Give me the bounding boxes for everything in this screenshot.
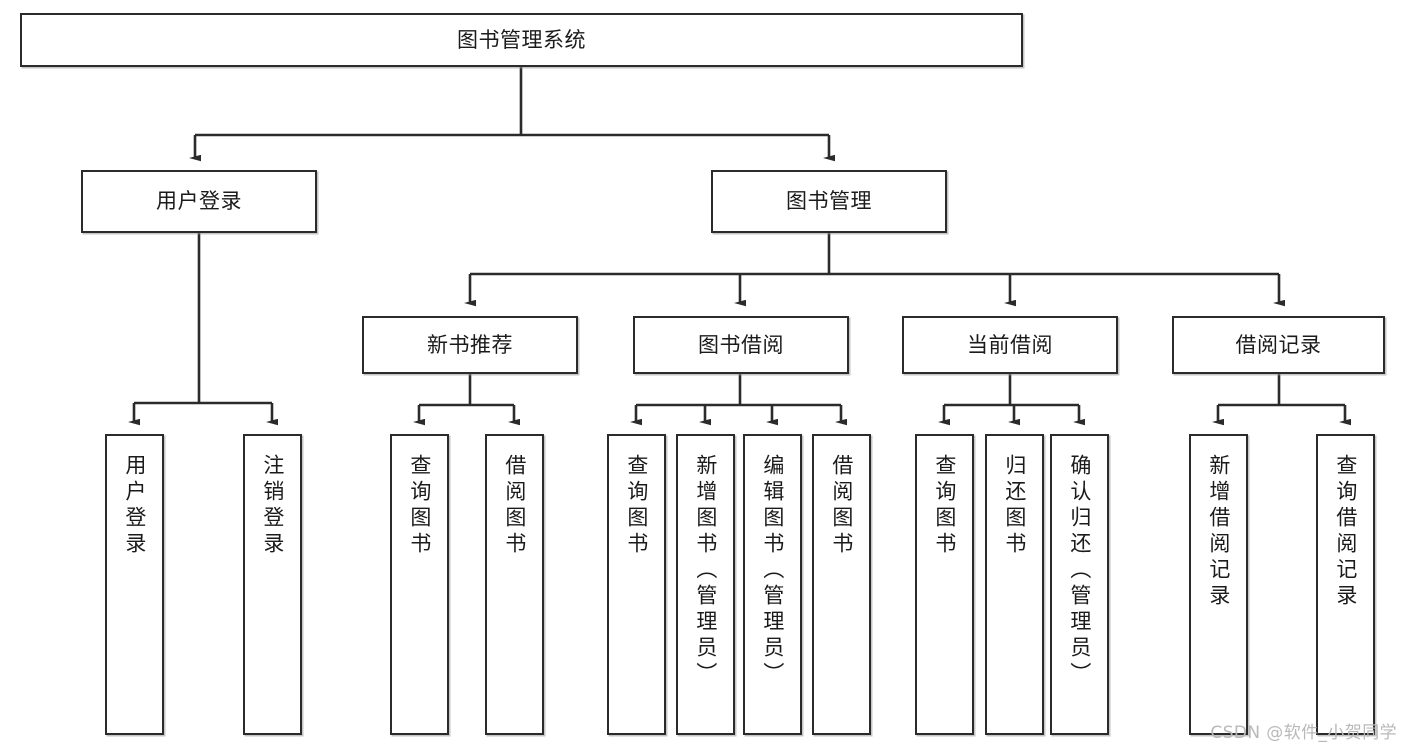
node-book-management-label: 图书管理 xyxy=(786,189,872,214)
leaf-query-borrow-record[interactable]: 查询借阅记录 xyxy=(1316,434,1375,735)
leaf-add-borrow-record[interactable]: 新增借阅记录 xyxy=(1189,434,1248,735)
node-book-management[interactable]: 图书管理 xyxy=(711,170,947,233)
leaf-add-book-label: 新增图书（管理员） xyxy=(693,454,718,688)
leaf-logout-label: 注销登录 xyxy=(260,454,285,558)
watermark: CSDN @软件_小贺同学 xyxy=(1210,723,1397,743)
leaf-query-borrow-record-label: 查询借阅记录 xyxy=(1333,454,1358,610)
node-new-book-recommend-label: 新书推荐 xyxy=(427,332,513,357)
leaf-query-book-borrow-label: 查询图书 xyxy=(624,454,649,558)
leaf-query-book-recommend-label: 查询图书 xyxy=(407,454,432,558)
node-current-borrow-label: 当前借阅 xyxy=(967,332,1053,357)
leaf-query-book-recommend[interactable]: 查询图书 xyxy=(390,434,449,735)
leaf-query-book-borrow[interactable]: 查询图书 xyxy=(607,434,666,735)
leaf-borrow-book-recommend[interactable]: 借阅图书 xyxy=(485,434,544,735)
leaf-borrow-book[interactable]: 借阅图书 xyxy=(812,434,871,735)
leaf-user-login[interactable]: 用户登录 xyxy=(105,434,164,735)
node-root[interactable]: 图书管理系统 xyxy=(20,13,1023,67)
leaf-borrow-book-recommend-label: 借阅图书 xyxy=(502,454,527,558)
leaf-logout[interactable]: 注销登录 xyxy=(243,434,302,735)
node-book-borrow[interactable]: 图书借阅 xyxy=(633,316,849,374)
node-borrow-record-label: 借阅记录 xyxy=(1235,332,1322,357)
leaf-add-book[interactable]: 新增图书（管理员） xyxy=(676,434,735,735)
node-user-login[interactable]: 用户登录 xyxy=(81,170,317,233)
leaf-confirm-return-label: 确认归还（管理员） xyxy=(1067,454,1092,688)
leaf-confirm-return[interactable]: 确认归还（管理员） xyxy=(1050,434,1109,735)
leaf-query-book-current[interactable]: 查询图书 xyxy=(915,434,974,735)
leaf-borrow-book-label: 借阅图书 xyxy=(829,454,854,558)
node-user-login-label: 用户登录 xyxy=(156,189,242,214)
leaf-user-login-label: 用户登录 xyxy=(122,454,147,558)
leaf-return-book[interactable]: 归还图书 xyxy=(985,434,1044,735)
node-borrow-record[interactable]: 借阅记录 xyxy=(1172,316,1385,374)
leaf-return-book-label: 归还图书 xyxy=(1002,454,1027,558)
leaf-query-book-current-label: 查询图书 xyxy=(932,454,957,558)
node-current-borrow[interactable]: 当前借阅 xyxy=(902,316,1118,374)
node-new-book-recommend[interactable]: 新书推荐 xyxy=(362,316,578,374)
leaf-edit-book-label: 编辑图书（管理员） xyxy=(760,454,785,688)
leaf-edit-book[interactable]: 编辑图书（管理员） xyxy=(743,434,802,735)
leaf-add-borrow-record-label: 新增借阅记录 xyxy=(1206,454,1231,610)
node-root-label: 图书管理系统 xyxy=(457,27,586,52)
node-book-borrow-label: 图书借阅 xyxy=(698,332,784,357)
